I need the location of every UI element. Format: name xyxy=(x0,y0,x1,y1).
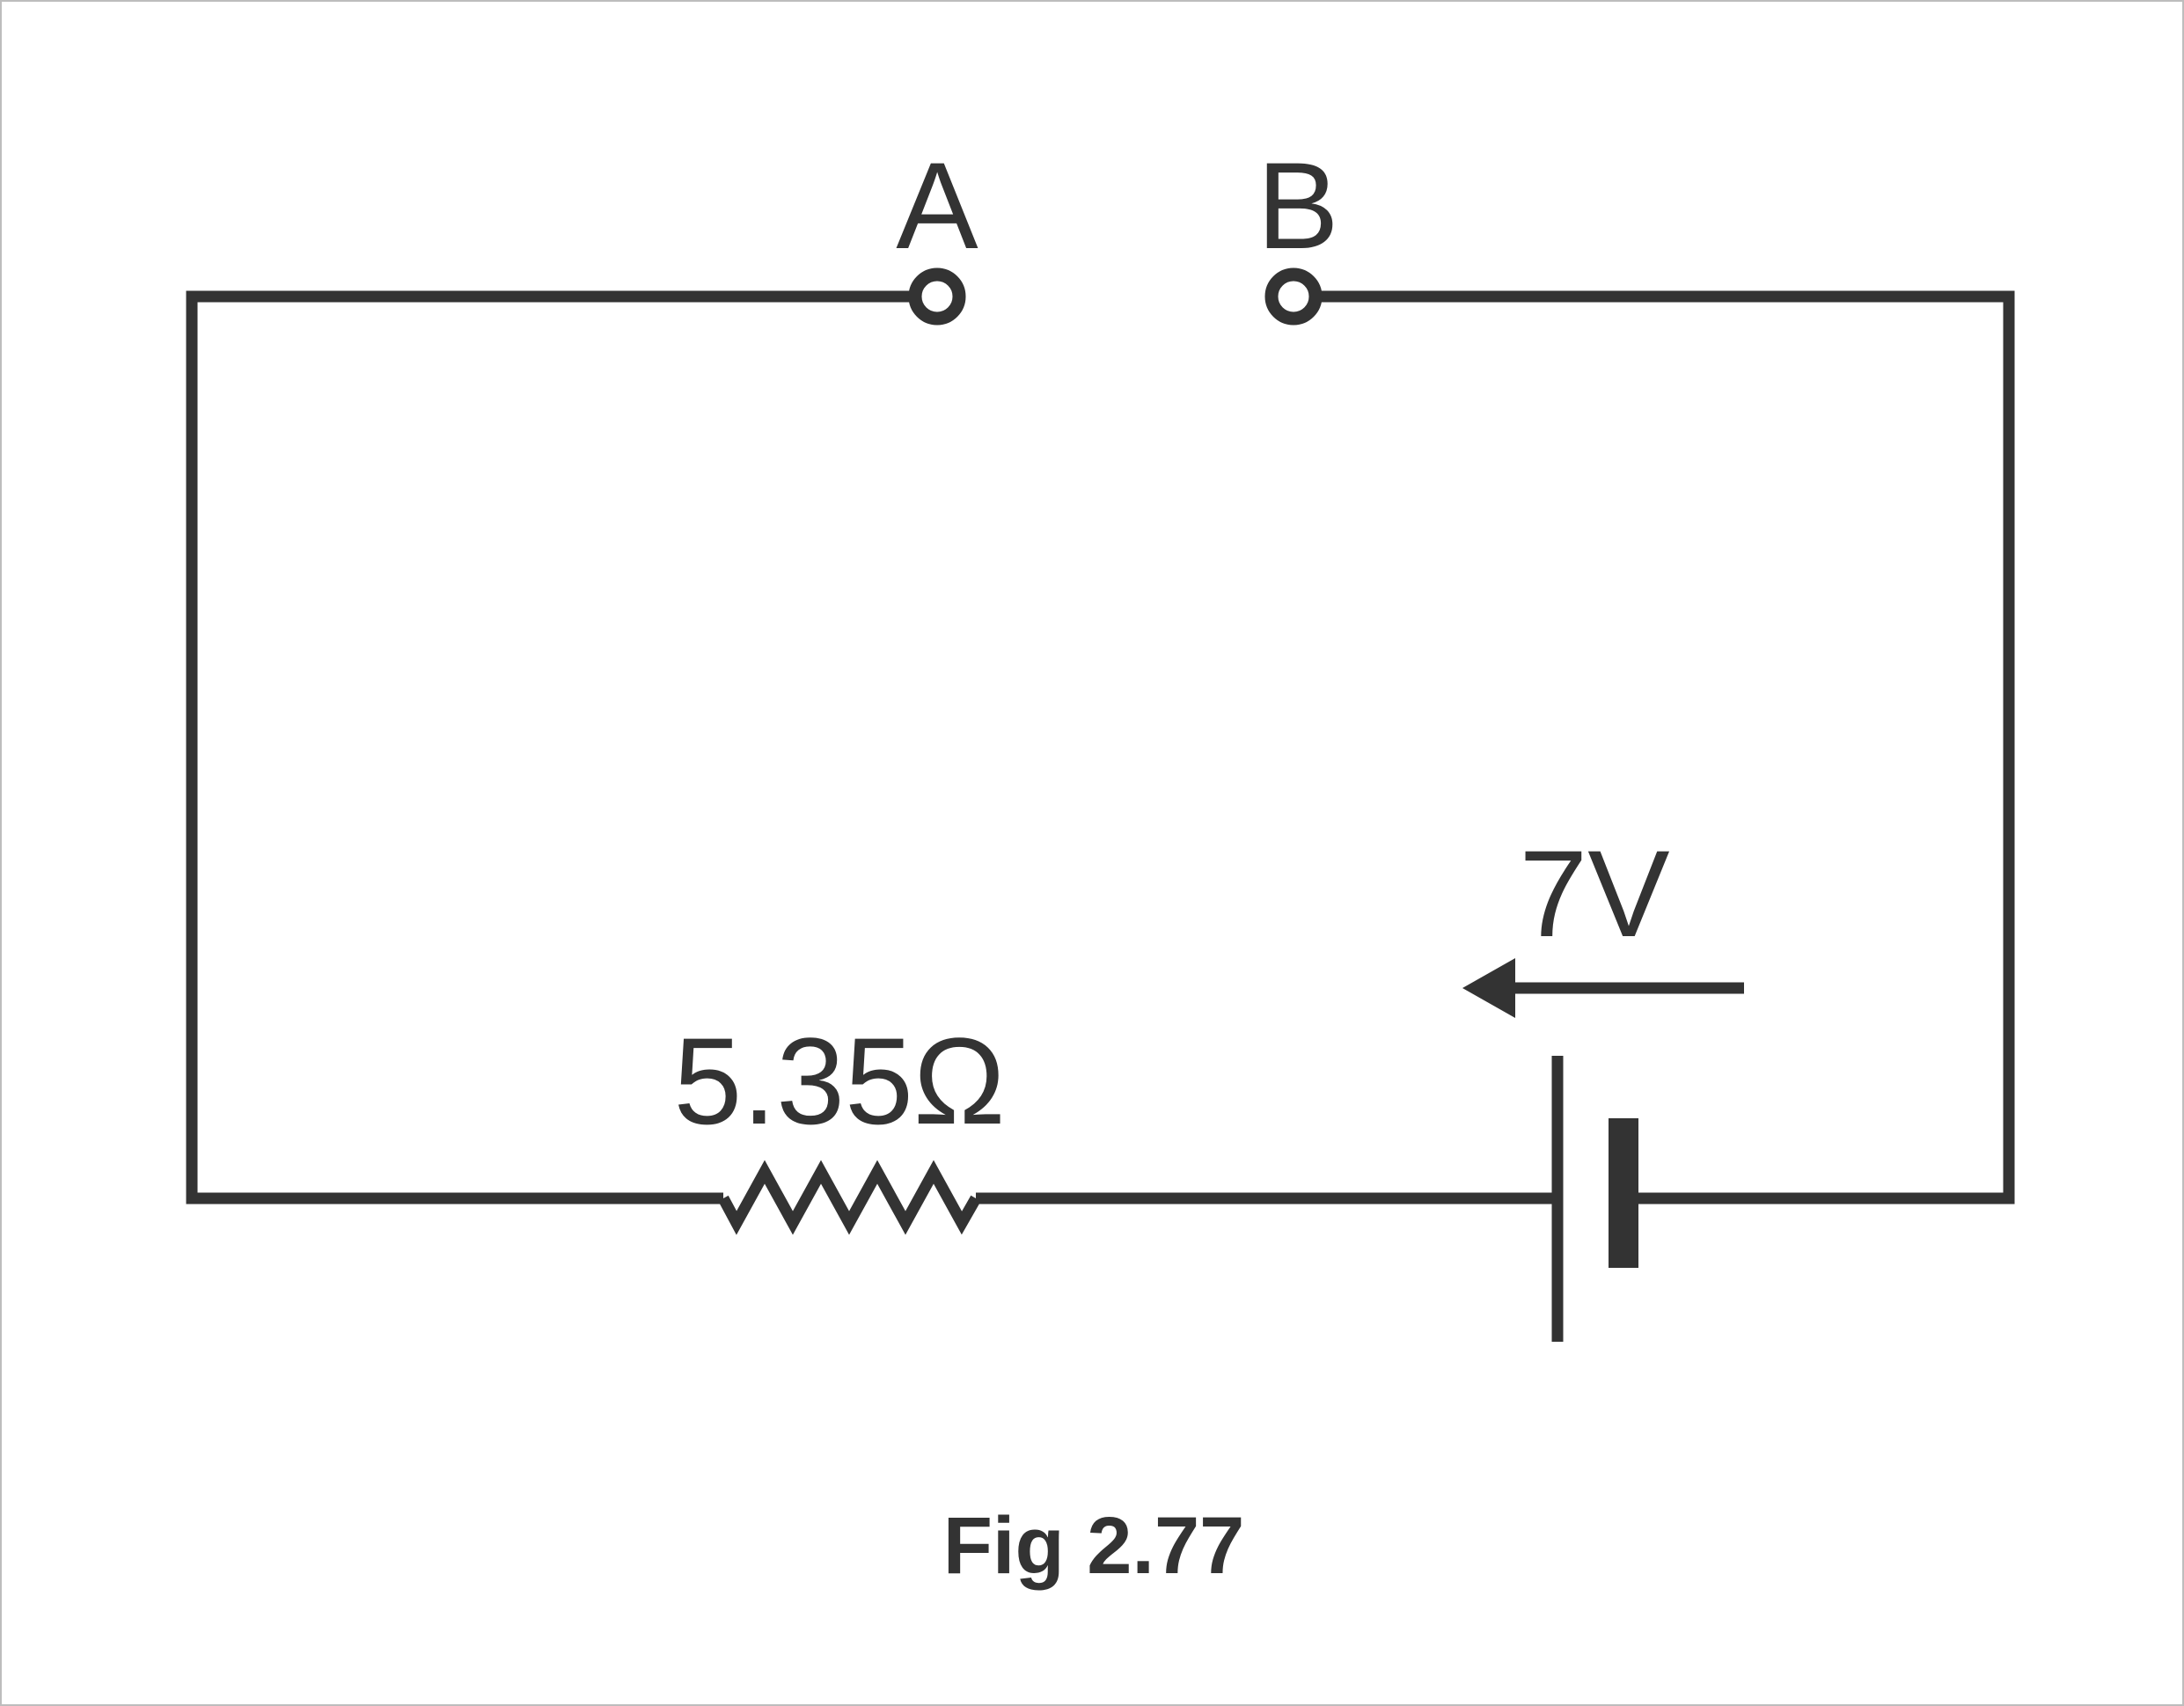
figure-caption: Fig 2.77 xyxy=(943,1501,1245,1591)
wire-right xyxy=(1316,290,2015,1204)
battery-short-plate xyxy=(1609,1118,1638,1268)
resistor-symbol xyxy=(718,1160,981,1235)
battery-voltage-label: 7V xyxy=(1519,824,1669,963)
terminal-b xyxy=(1264,267,1323,326)
resistor-label: 5.35Ω xyxy=(673,1012,1005,1150)
wire-left xyxy=(186,290,911,1204)
terminal-a-label: A xyxy=(896,136,978,275)
terminal-a xyxy=(908,267,966,326)
terminal-b-label: B xyxy=(1257,136,1338,275)
voltage-arrow-head xyxy=(1462,958,1515,1018)
